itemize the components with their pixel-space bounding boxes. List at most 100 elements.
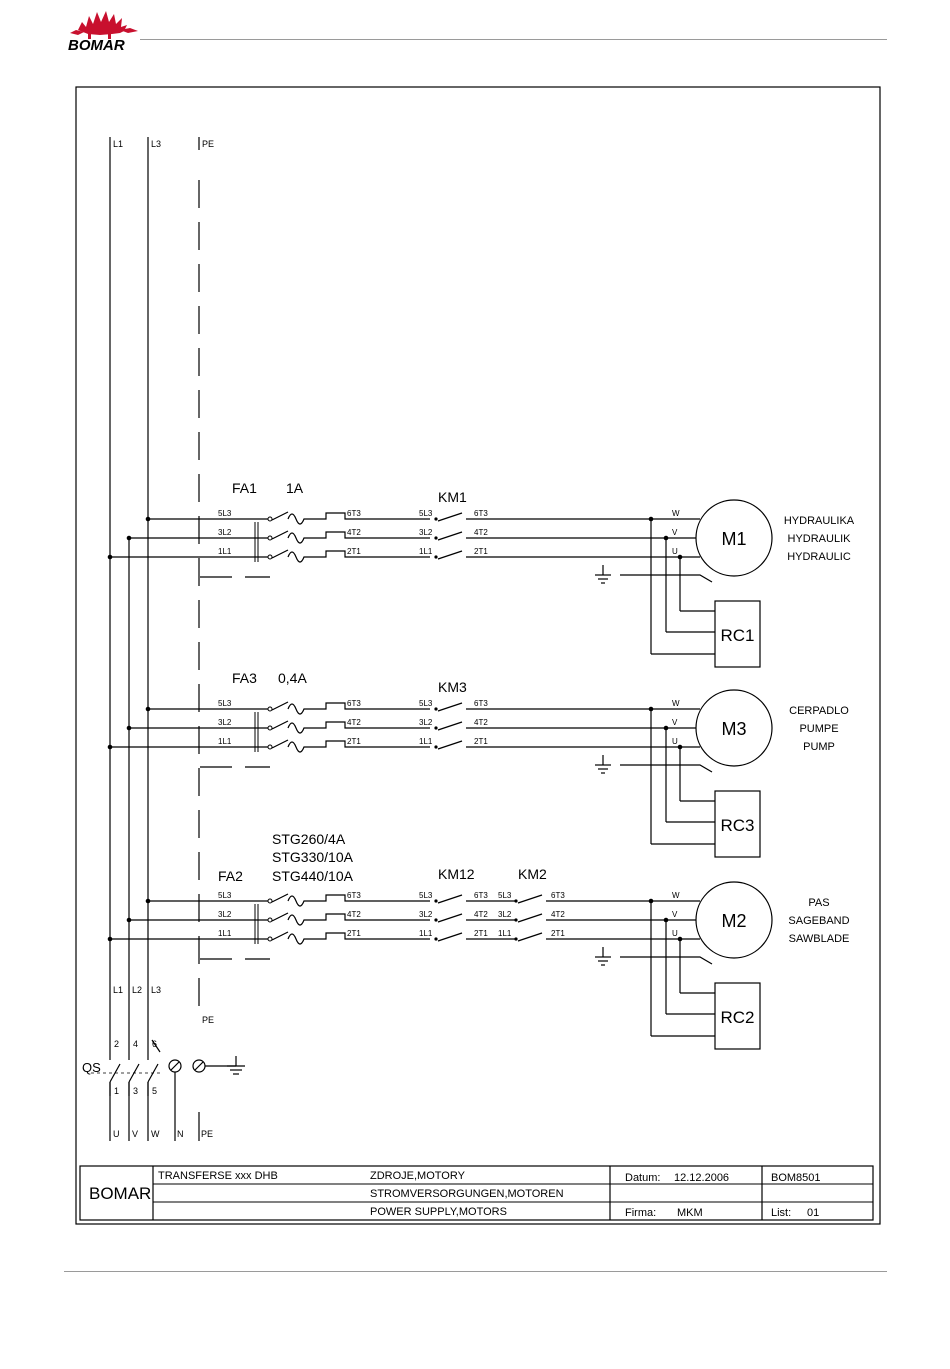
qs-upper-4: 4 (133, 1039, 138, 1049)
motor-phase-label: W (672, 891, 680, 900)
rc-label-rc3: RC3 (720, 816, 754, 835)
contactor-label-km12: KM12 (438, 866, 475, 882)
earth-icon (227, 1056, 245, 1075)
fuse-input-pole: 5L3 (218, 699, 232, 708)
motor-phase-label: V (672, 910, 678, 919)
bus-top-labels: L1 L3 PE L1 L2 L3 PE (109, 137, 214, 1141)
circuit-description: HYDRAULIKA (784, 515, 855, 527)
contactor-input-pole: 1L1 (419, 737, 433, 746)
motor-m3-symbol (695, 689, 773, 767)
fuse-output-pole: 4T2 (347, 528, 361, 537)
contactor-output-pole: 6T3 (474, 891, 488, 900)
contactor-output-pole: 2T1 (474, 929, 488, 938)
motor-m2-symbol (695, 881, 773, 959)
qs-lower-1: 1 (114, 1086, 119, 1096)
stegosaurus-icon (70, 11, 138, 39)
title-project: TRANSFERSE xxx DHB (158, 1170, 278, 1182)
fuse-label-fa2: FA2 (218, 868, 243, 884)
bus-label-pe: PE (202, 139, 214, 149)
motor-phase-label: U (672, 547, 678, 556)
contactor-output-pole: 6T3 (551, 891, 565, 900)
fuse-output-pole: 6T3 (347, 891, 361, 900)
fuse-output-pole: 2T1 (347, 547, 361, 556)
bus-label-bottom-l3: L3 (151, 985, 161, 995)
drawing-frame (75, 86, 881, 1225)
contactor-input-pole: 5L3 (419, 509, 433, 518)
sheet-value: 01 (807, 1207, 819, 1219)
bus-label-l3: L3 (151, 139, 161, 149)
fuse-input-pole: 3L2 (218, 718, 232, 727)
contactor-input-pole: 3L2 (419, 528, 433, 537)
fuse-input-pole: 3L2 (218, 910, 232, 919)
circuit-description: SAGEBAND (788, 915, 849, 927)
circuit-description: HYDRAULIC (787, 551, 851, 563)
motor-m1-symbol (695, 499, 773, 577)
bus-label-bottom-l2: L2 (132, 985, 142, 995)
date-label: Datum: (625, 1172, 660, 1184)
fuse-output-pole: 4T2 (347, 718, 361, 727)
contactor-output-pole: 4T2 (474, 910, 488, 919)
footer-divider (64, 1271, 887, 1272)
title-block: BOMAR TRANSFERSE xxx DHB ZDROJE,MOTORY S… (79, 1165, 874, 1221)
bus-label-l1: L1 (113, 139, 123, 149)
contactor-label-km1: KM1 (438, 489, 467, 505)
output-n: N (177, 1129, 184, 1139)
circuit-description: SAWBLADE (789, 933, 850, 945)
motor-phase-label: V (672, 718, 678, 727)
qs-label: QS (82, 1060, 101, 1075)
fa2-alt-rating-1: STG260/4A (272, 831, 346, 847)
date-value: 12.12.2006 (674, 1172, 729, 1184)
contactor-input-pole: 3L2 (419, 910, 433, 919)
fuse-rating-fa1: 1A (286, 480, 304, 496)
firm-value: MKM (677, 1207, 703, 1219)
fuse-input-pole: 1L1 (218, 737, 232, 746)
contactor-input-pole: 5L3 (419, 699, 433, 708)
contactor-input-pole: 3L2 (419, 718, 433, 727)
contactor-label-km3: KM3 (438, 679, 467, 695)
contactor-output-pole: 2T1 (551, 929, 565, 938)
contactor-output-pole: 4T2 (474, 528, 488, 537)
fuse-input-pole: 1L1 (218, 929, 232, 938)
motor-phase-label: W (672, 509, 680, 518)
motor-label-m1: M1 (721, 529, 746, 549)
fa2-alt-rating-2: STG330/10A (272, 849, 354, 865)
qs-contact-blades (91, 1052, 160, 1096)
contactor-input-pole: 1L1 (498, 929, 512, 938)
circuit-description: CERPADLO (789, 705, 849, 717)
contactor-output-pole: 6T3 (474, 699, 488, 708)
contactor-output-pole: 2T1 (474, 547, 488, 556)
motor-earth-icon (595, 565, 611, 584)
circuit-description: PUMP (803, 741, 835, 753)
output-v: V (132, 1129, 138, 1139)
bomar-logo: BOMAR (68, 11, 138, 52)
drawing-number: BOM8501 (771, 1172, 821, 1184)
contactor-output-pole: 4T2 (551, 910, 565, 919)
output-u: U (113, 1129, 120, 1139)
title-company: BOMAR (89, 1184, 151, 1203)
motor-label-m2: M2 (721, 911, 746, 931)
title-cz: ZDROJE,MOTORY (370, 1170, 466, 1182)
sheet-label: List: (771, 1207, 791, 1219)
fuse-output-pole: 4T2 (347, 910, 361, 919)
contactor-output-pole: 6T3 (474, 509, 488, 518)
rc-rc2-box (714, 982, 761, 1050)
circuit-description: PUMPE (799, 723, 838, 735)
fuse-input-pole: 3L2 (218, 528, 232, 537)
contactor-input-pole: 1L1 (419, 547, 433, 556)
fuse-output-pole: 6T3 (347, 509, 361, 518)
circuit-description: HYDRAULIK (788, 533, 852, 545)
output-pe: PE (201, 1129, 213, 1139)
firm-label: Firma: (625, 1207, 656, 1219)
contactor-input-pole: 3L2 (498, 910, 512, 919)
logo-text: BOMAR (68, 37, 125, 52)
contactor-input-pole: 1L1 (419, 929, 433, 938)
motor-label-m3: M3 (721, 719, 746, 739)
motor-earth-icon (595, 755, 611, 774)
fuse-label-fa3: FA3 (232, 670, 257, 686)
bus-label-bottom-l1: L1 (113, 985, 123, 995)
fuse-rating-fa3: 0,4A (278, 670, 307, 686)
rc-label-rc2: RC2 (720, 1008, 754, 1027)
